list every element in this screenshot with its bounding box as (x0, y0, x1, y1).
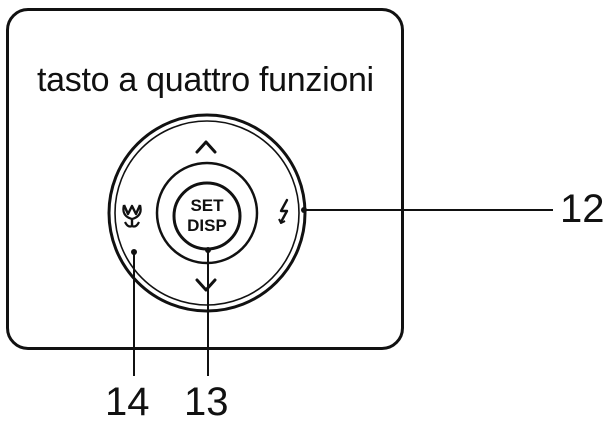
callout-label-14: 14 (105, 380, 150, 424)
center-button-label-top: SET (190, 196, 224, 215)
macro-flower-icon[interactable] (122, 204, 142, 228)
flash-icon[interactable] (278, 198, 289, 224)
callout-label-13: 13 (184, 380, 229, 424)
panel-title: tasto a quattro funzioni (37, 61, 374, 99)
chevron-down-icon[interactable] (195, 278, 217, 292)
callout-label-12: 12 (560, 187, 605, 231)
device-panel: tasto a quattro funzioni (6, 8, 404, 350)
center-button-label-bottom: DISP (187, 216, 227, 235)
chevron-up-icon[interactable] (195, 140, 217, 154)
